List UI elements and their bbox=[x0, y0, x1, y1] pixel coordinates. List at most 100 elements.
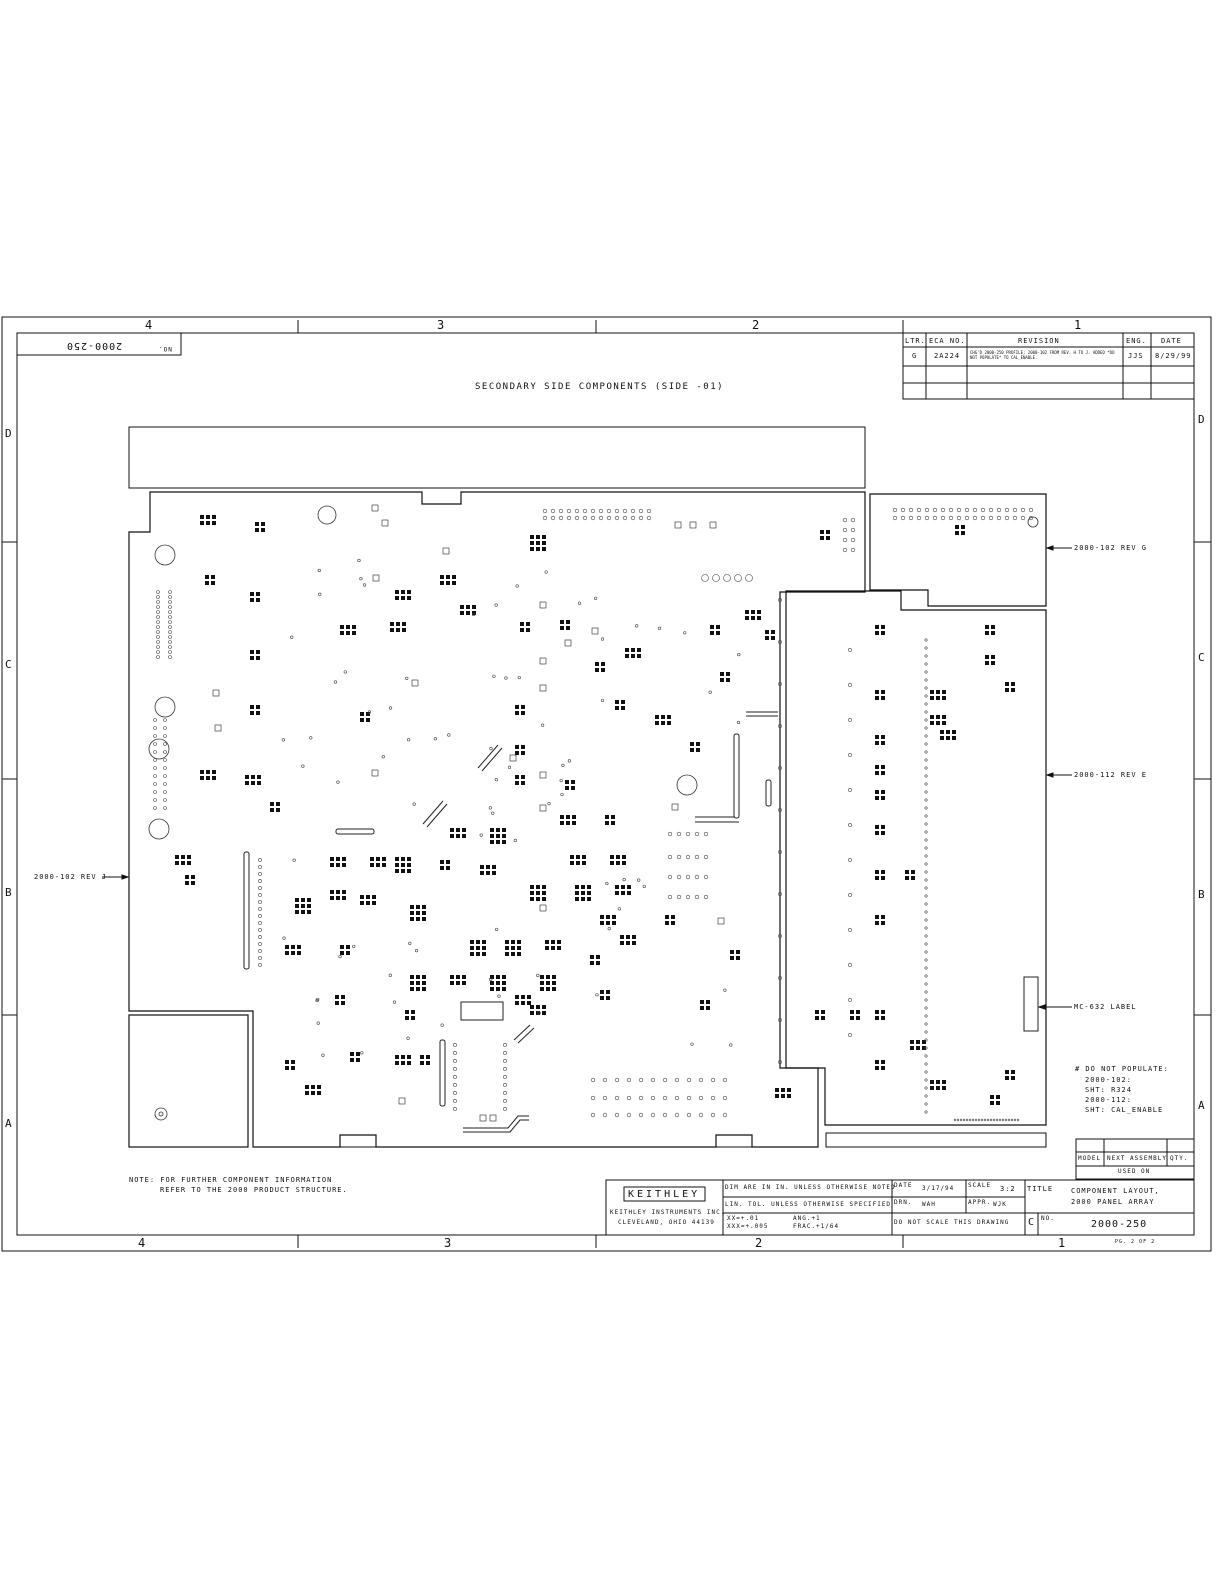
via-hole bbox=[388, 706, 393, 710]
via-hole bbox=[590, 515, 596, 521]
zone-row-a-right: A bbox=[1198, 1099, 1206, 1112]
tol-note: LIN. TOL. UNLESS OTHERWISE SPECIFIED bbox=[725, 1201, 892, 1208]
via-hole bbox=[156, 605, 160, 609]
component-pad bbox=[542, 897, 546, 901]
component-pad bbox=[771, 636, 775, 640]
component-pad bbox=[875, 735, 879, 739]
via-hole bbox=[626, 1112, 632, 1118]
component-pad bbox=[936, 1086, 940, 1090]
component-pad bbox=[460, 605, 464, 609]
component-pad bbox=[307, 910, 311, 914]
component-pad bbox=[330, 896, 334, 900]
via-hole bbox=[258, 963, 262, 967]
via-hole bbox=[318, 592, 322, 596]
square-pad bbox=[564, 639, 572, 647]
component-pad bbox=[615, 885, 619, 889]
via-hole bbox=[924, 1086, 928, 1090]
square-pad bbox=[539, 601, 547, 609]
scale-value: 3:2 bbox=[1000, 1185, 1016, 1193]
component-pad bbox=[416, 975, 420, 979]
via-hole bbox=[1004, 1118, 1008, 1122]
square-pad bbox=[381, 519, 389, 527]
via-hole bbox=[965, 1118, 969, 1122]
via-hole bbox=[494, 778, 498, 782]
component-pad bbox=[530, 891, 534, 895]
via-hole bbox=[916, 507, 922, 513]
via-hole bbox=[153, 782, 157, 786]
via-hole bbox=[168, 605, 172, 609]
via-hole bbox=[638, 508, 644, 514]
component-pad bbox=[492, 871, 496, 875]
via-hole bbox=[712, 574, 720, 582]
component-pad bbox=[615, 700, 619, 704]
component-pad bbox=[881, 1060, 885, 1064]
component-pad bbox=[565, 786, 569, 790]
component-pad bbox=[206, 770, 210, 774]
via-hole bbox=[168, 640, 172, 644]
component-pad bbox=[462, 975, 466, 979]
via-hole bbox=[567, 759, 572, 763]
component-pad bbox=[991, 631, 995, 635]
component-pad bbox=[301, 910, 305, 914]
component-pad bbox=[631, 654, 635, 658]
via-hole bbox=[980, 515, 986, 521]
via-hole bbox=[980, 1118, 984, 1122]
via-hole bbox=[646, 515, 652, 521]
square-pad bbox=[689, 521, 697, 529]
via-hole bbox=[321, 1053, 325, 1057]
component-pad bbox=[395, 596, 399, 600]
via-hole bbox=[163, 782, 167, 786]
via-hole bbox=[153, 758, 157, 762]
component-pad bbox=[706, 1000, 710, 1004]
via-hole bbox=[694, 894, 700, 900]
component-pad bbox=[496, 834, 500, 838]
via-hole bbox=[156, 595, 160, 599]
component-pad bbox=[576, 855, 580, 859]
component-pad bbox=[366, 712, 370, 716]
via-hole bbox=[848, 718, 852, 722]
used-on-table bbox=[1075, 1138, 1195, 1180]
component-pad bbox=[530, 547, 534, 551]
component-pad bbox=[405, 1016, 409, 1020]
via-hole bbox=[924, 958, 928, 962]
via-hole bbox=[559, 778, 563, 783]
component-pad bbox=[612, 915, 616, 919]
via-hole bbox=[153, 750, 157, 754]
zone-row-d-left: D bbox=[5, 427, 13, 440]
via-hole bbox=[850, 537, 856, 543]
component-pad bbox=[875, 831, 879, 835]
component-pad bbox=[587, 891, 591, 895]
callout-rev-e: 2000-112 REV E bbox=[1074, 771, 1148, 779]
via-hole bbox=[1007, 1118, 1011, 1122]
component-pad bbox=[905, 876, 909, 880]
component-pad bbox=[257, 781, 261, 785]
component-pad bbox=[985, 661, 989, 665]
via-hole bbox=[598, 508, 604, 514]
component-pad bbox=[360, 901, 364, 905]
via-hole bbox=[924, 646, 928, 650]
via-hole bbox=[924, 990, 928, 994]
zone-col-1-top: 1 bbox=[1074, 318, 1083, 332]
via-hole bbox=[924, 790, 928, 794]
via-hole bbox=[892, 507, 898, 513]
via-hole bbox=[168, 590, 172, 594]
via-hole bbox=[258, 907, 262, 911]
via-hole bbox=[850, 547, 856, 553]
component-pad bbox=[426, 1055, 430, 1059]
component-pad bbox=[511, 940, 515, 944]
component-pad bbox=[942, 1080, 946, 1084]
component-pad bbox=[401, 596, 405, 600]
via-hole bbox=[988, 515, 994, 521]
via-hole bbox=[924, 1102, 928, 1106]
via-hole bbox=[723, 574, 731, 582]
via-hole bbox=[924, 902, 928, 906]
component-pad bbox=[270, 802, 274, 806]
via-hole bbox=[676, 854, 682, 860]
component-pad bbox=[405, 1010, 409, 1014]
square-pad bbox=[489, 1114, 497, 1122]
component-pad bbox=[587, 885, 591, 889]
via-hole bbox=[710, 1095, 716, 1101]
zone-row-b-left: B bbox=[5, 886, 13, 899]
component-pad bbox=[255, 528, 259, 532]
component-pad bbox=[1005, 688, 1009, 692]
